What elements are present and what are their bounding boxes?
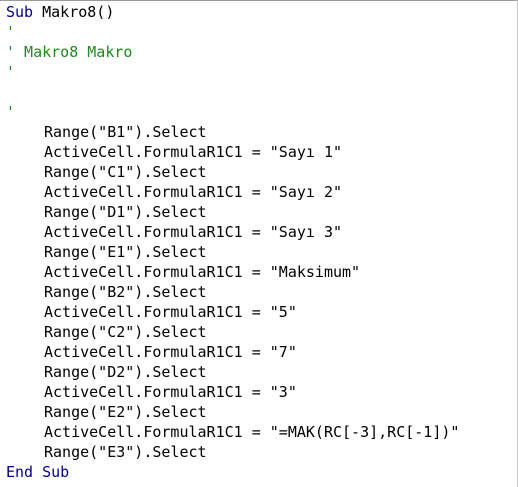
code-line-statement[interactable]: ActiveCell.FormulaR1C1 = "5" xyxy=(44,303,297,321)
code-line-statement[interactable]: Range("B2").Select xyxy=(44,283,207,301)
code-line-statement[interactable]: Range("E1").Select xyxy=(44,243,207,261)
code-line-comment[interactable]: ' xyxy=(6,63,16,81)
code-line-sub-declaration[interactable]: Sub Makro8() xyxy=(6,2,514,22)
code-line-statement[interactable]: ActiveCell.FormulaR1C1 = "Sayı 1" xyxy=(44,143,343,161)
code-line-statement[interactable]: Range("D1").Select xyxy=(44,203,207,221)
code-line-blank[interactable] xyxy=(6,82,514,102)
code-line-statement[interactable]: ActiveCell.FormulaR1C1 = "Sayı 3" xyxy=(44,223,343,241)
code-line-statement[interactable]: ActiveCell.FormulaR1C1 = "7" xyxy=(44,343,297,361)
code-line-statement[interactable]: ActiveCell.FormulaR1C1 = "=MAK(RC[-3],RC… xyxy=(44,423,460,441)
code-line-statement[interactable]: Range("E3").Select xyxy=(44,443,207,461)
code-line-statement[interactable]: Range("E2").Select xyxy=(44,403,207,421)
code-line-statement[interactable]: ActiveCell.FormulaR1C1 = "Sayı 2" xyxy=(44,183,343,201)
editor-top-border xyxy=(0,0,518,1)
code-line-statement[interactable]: Range("C1").Select xyxy=(44,163,207,181)
code-line-comment[interactable]: ' xyxy=(6,23,16,41)
macro-signature: Makro8() xyxy=(33,3,115,21)
vba-code-editor[interactable]: Sub Makro8() ' ' Makro8 Makro ' ' Range(… xyxy=(6,2,514,482)
sub-keyword: Sub xyxy=(6,3,34,21)
code-line-comment[interactable]: ' xyxy=(6,103,16,121)
code-line-statement[interactable]: Range("B1").Select xyxy=(44,123,207,141)
code-line-comment[interactable]: ' Makro8 Makro xyxy=(6,43,133,61)
code-line-statement[interactable]: Range("C2").Select xyxy=(44,323,207,341)
code-line-end-sub[interactable]: End Sub xyxy=(6,463,70,481)
code-line-statement[interactable]: ActiveCell.FormulaR1C1 = "3" xyxy=(44,383,297,401)
code-line-statement[interactable]: ActiveCell.FormulaR1C1 = "Maksimum" xyxy=(44,263,361,281)
code-line-statement[interactable]: Range("D2").Select xyxy=(44,363,207,381)
